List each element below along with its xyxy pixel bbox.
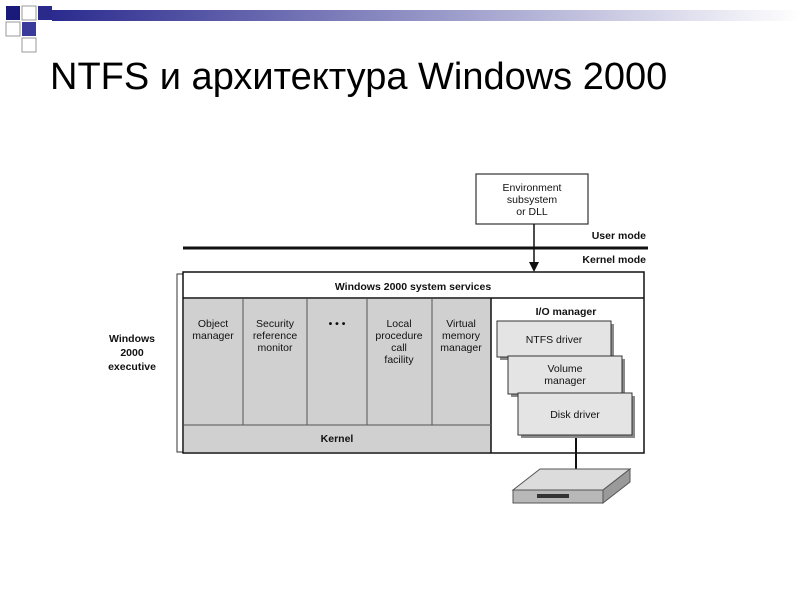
- environment-line-2: subsystem: [507, 194, 557, 206]
- object-manager-line-1: Object: [198, 318, 228, 330]
- vmm-line-1: Virtual: [446, 318, 476, 330]
- kernel-label: Kernel: [321, 433, 354, 445]
- security-monitor-line-3: monitor: [257, 342, 293, 354]
- lpc-facility-line-1: Local: [386, 318, 411, 330]
- executive-bracket: [177, 274, 183, 452]
- volume-manager-line-1: Volume: [547, 363, 582, 375]
- vmm-line-2: memory: [442, 330, 481, 342]
- ntfs-driver-label: NTFS driver: [526, 334, 583, 346]
- object-manager-line-2: manager: [192, 330, 234, 342]
- io-manager-label: I/O manager: [536, 306, 597, 318]
- lpc-facility-line-2: procedure: [375, 330, 422, 342]
- vmm-line-3: manager: [440, 342, 482, 354]
- security-monitor-line-2: reference: [253, 330, 298, 342]
- environment-line-3: or DLL: [516, 206, 548, 218]
- volume-manager-line-2: manager: [544, 375, 586, 387]
- environment-line-1: Environment: [503, 182, 562, 194]
- system-services-label: Windows 2000 system services: [335, 281, 491, 293]
- lpc-facility-line-4: facility: [384, 354, 414, 366]
- security-monitor-line-1: Security: [256, 318, 295, 330]
- user-mode-label: User mode: [592, 230, 646, 242]
- executive-line-2: 2000: [120, 347, 144, 359]
- kernel-mode-label: Kernel mode: [582, 254, 646, 266]
- executive-line-1: Windows: [109, 333, 155, 345]
- disk-driver-label: Disk driver: [550, 409, 600, 421]
- lpc-facility-line-3: call: [391, 342, 407, 354]
- executive-line-3: executive: [108, 361, 156, 373]
- disk-drive-icon: [513, 469, 630, 503]
- ellipsis-component: • • •: [329, 318, 346, 330]
